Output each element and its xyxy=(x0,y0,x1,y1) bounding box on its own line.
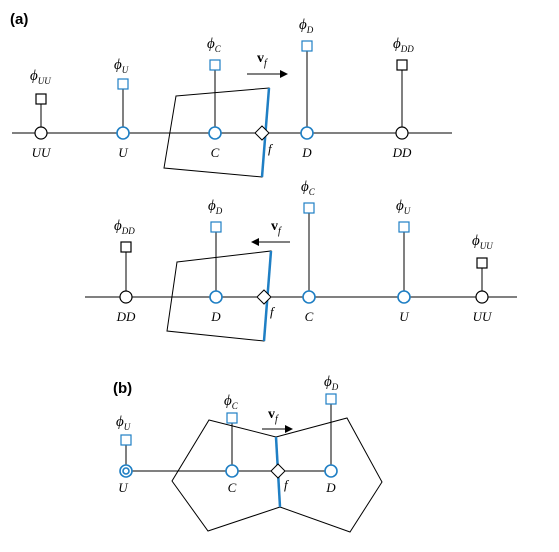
row2-value-square-uu xyxy=(476,257,488,269)
row1-value-square-d xyxy=(301,40,313,52)
row2-phi-u: ϕU xyxy=(396,198,411,216)
panel-b-group: U C D f ϕU ϕC ϕD vf xyxy=(116,374,383,533)
row1-node-label-1: UU xyxy=(32,145,52,160)
panel-b-face-diamond xyxy=(270,463,286,479)
panel-b-value-square-c xyxy=(226,412,238,424)
row1-phi-u: ϕU xyxy=(114,57,129,75)
row1-face-label: f xyxy=(268,141,274,156)
panel-b-velocity-label: vf xyxy=(268,407,279,425)
row1-value-square-uu xyxy=(35,93,47,105)
row2-value-square-dd xyxy=(120,241,132,253)
row1-node-dd xyxy=(395,126,409,140)
row2-node-label-4: U xyxy=(399,309,410,324)
panel-a-label: (a) xyxy=(10,11,28,28)
row1-node-label-2: U xyxy=(118,145,129,160)
row2-velocity-label: vf xyxy=(271,219,282,237)
row2-face-label: f xyxy=(270,304,276,319)
panel-b-phi-c: ϕC xyxy=(224,393,239,411)
row2-node-uu xyxy=(475,290,489,304)
row1-phi-uu: ϕUU xyxy=(30,68,51,86)
row2-phi-d: ϕD xyxy=(208,198,223,216)
row1-value-square-dd xyxy=(396,59,408,71)
row2-phi-dd: ϕDD xyxy=(114,218,135,236)
panel-b-phi-d: ϕD xyxy=(324,374,339,392)
row1-node-uu xyxy=(34,126,48,140)
row2-value-square-c xyxy=(303,202,315,214)
row1-node-d xyxy=(300,126,314,140)
row1-node-label-3: C xyxy=(211,145,220,160)
row2-value-square-d xyxy=(210,221,222,233)
row1-node-c xyxy=(208,126,222,140)
row2-node-label-1: DD xyxy=(116,309,136,324)
panel-b-node-label-3: D xyxy=(325,480,336,495)
row2-phi-c: ϕC xyxy=(301,179,316,197)
row1-value-square-c xyxy=(209,59,221,71)
row1-node-label-5: DD xyxy=(392,145,412,160)
row2-node-d xyxy=(209,290,223,304)
row2-node-label-3: C xyxy=(305,309,314,324)
row1-value-square-u xyxy=(117,78,129,90)
row1-group: UU U C D DD f ϕUU ϕU ϕC ϕD ϕDD vf xyxy=(12,17,452,178)
row1-phi-d: ϕD xyxy=(299,17,314,35)
row2-phi-uu: ϕUU xyxy=(472,233,493,251)
panel-b-phi-u: ϕU xyxy=(116,414,131,432)
row2-node-c xyxy=(302,290,316,304)
panel-b-value-square-u xyxy=(120,434,132,446)
panel-b-face-label: f xyxy=(284,477,290,492)
row1-node-label-4: D xyxy=(301,145,312,160)
row2-group: DD D C U UU f ϕDD ϕD ϕC ϕU ϕUU vf xyxy=(85,179,517,342)
panel-b-node-label-1: U xyxy=(118,480,129,495)
panel-b-cell-left xyxy=(171,419,281,532)
row1-face-diamond xyxy=(254,125,270,141)
row2-face-diamond xyxy=(256,289,272,305)
row2-node-label-2: D xyxy=(210,309,221,324)
row1-velocity-label: vf xyxy=(257,51,268,69)
panel-b-label: (b) xyxy=(113,380,132,397)
row2-node-label-5: UU xyxy=(473,309,493,324)
row1-node-u xyxy=(116,126,130,140)
panel-b-node-c xyxy=(225,464,239,478)
row1-phi-dd: ϕDD xyxy=(393,36,414,54)
panel-b-node-label-2: C xyxy=(228,480,237,495)
row1-phi-c: ϕC xyxy=(207,36,222,54)
row2-node-dd xyxy=(119,290,133,304)
panel-b-node-d xyxy=(324,464,338,478)
row2-value-square-u xyxy=(398,221,410,233)
row2-node-u xyxy=(397,290,411,304)
panel-b-value-square-d xyxy=(325,393,337,405)
panel-b-node-u-inner xyxy=(122,467,130,475)
